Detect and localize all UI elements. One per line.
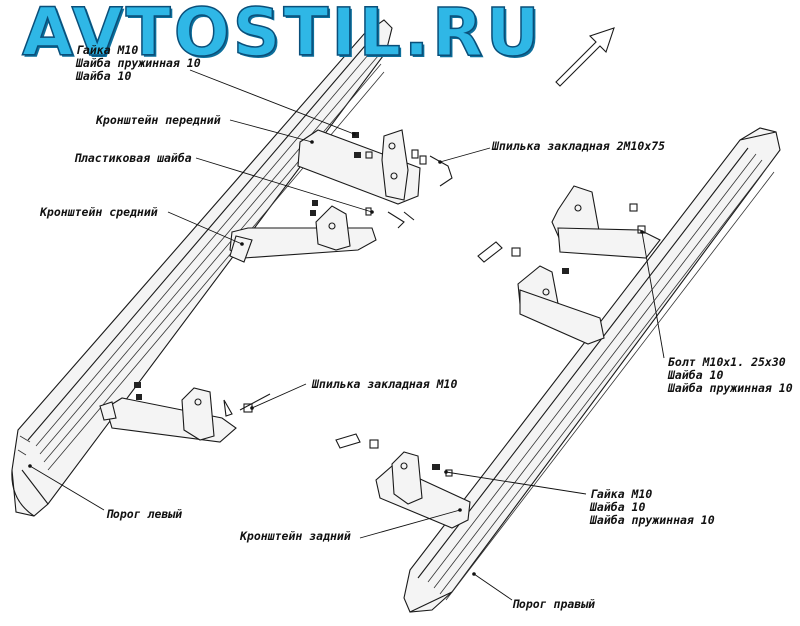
label-line: Гайка М10: [76, 43, 139, 57]
label-plastic-washer: Пластиковая шайба: [74, 151, 192, 165]
label-bracket-rear: Кронштейн задний: [240, 529, 351, 543]
label-bracket-middle: Кронштейн средний: [40, 205, 158, 219]
label-bracket-front: Кронштейн передний: [96, 113, 221, 127]
arrow-icon: [555, 27, 615, 87]
label-line: Шайба пружинная 10: [76, 56, 201, 70]
label-line: Шайба 10: [668, 368, 724, 382]
label-line: Болт М10х1. 25х30: [668, 355, 786, 369]
label-line: Шайба 10: [590, 500, 646, 514]
right-sill: [403, 127, 781, 613]
front-bracket: [297, 129, 421, 205]
label-line: Шайба 10: [76, 69, 132, 83]
label-stud-m10: Шпилька закладная М10: [312, 377, 458, 391]
middle-bracket: [229, 200, 415, 263]
right-lower-bracket: [335, 433, 471, 529]
label-line: Гайка М10: [590, 487, 653, 501]
label-stud-long: Шпилька закладная 2М10х75: [492, 139, 666, 153]
label-line: Шайба пружинная 10: [590, 513, 715, 527]
label-nut-top-left: Гайка М10 Шайба пружинная 10 Шайба 10: [76, 44, 201, 83]
label-nut-right: Гайка М10 Шайба 10 Шайба пружинная 10: [590, 488, 715, 527]
left-sill: [11, 19, 393, 517]
label-sill-right: Порог правый: [512, 597, 596, 611]
leader-lines: [28, 69, 665, 601]
label-sill-left: Порог левый: [106, 507, 183, 521]
right-upper-brackets: [477, 185, 661, 345]
rear-bracket: [99, 382, 271, 443]
brand-logo: AVTOSTIL.RU: [21, 0, 543, 72]
label-bolt-group: Болт М10х1. 25х30 Шайба 10 Шайба пружинн…: [668, 356, 793, 395]
label-line: Шайба пружинная 10: [668, 381, 793, 395]
